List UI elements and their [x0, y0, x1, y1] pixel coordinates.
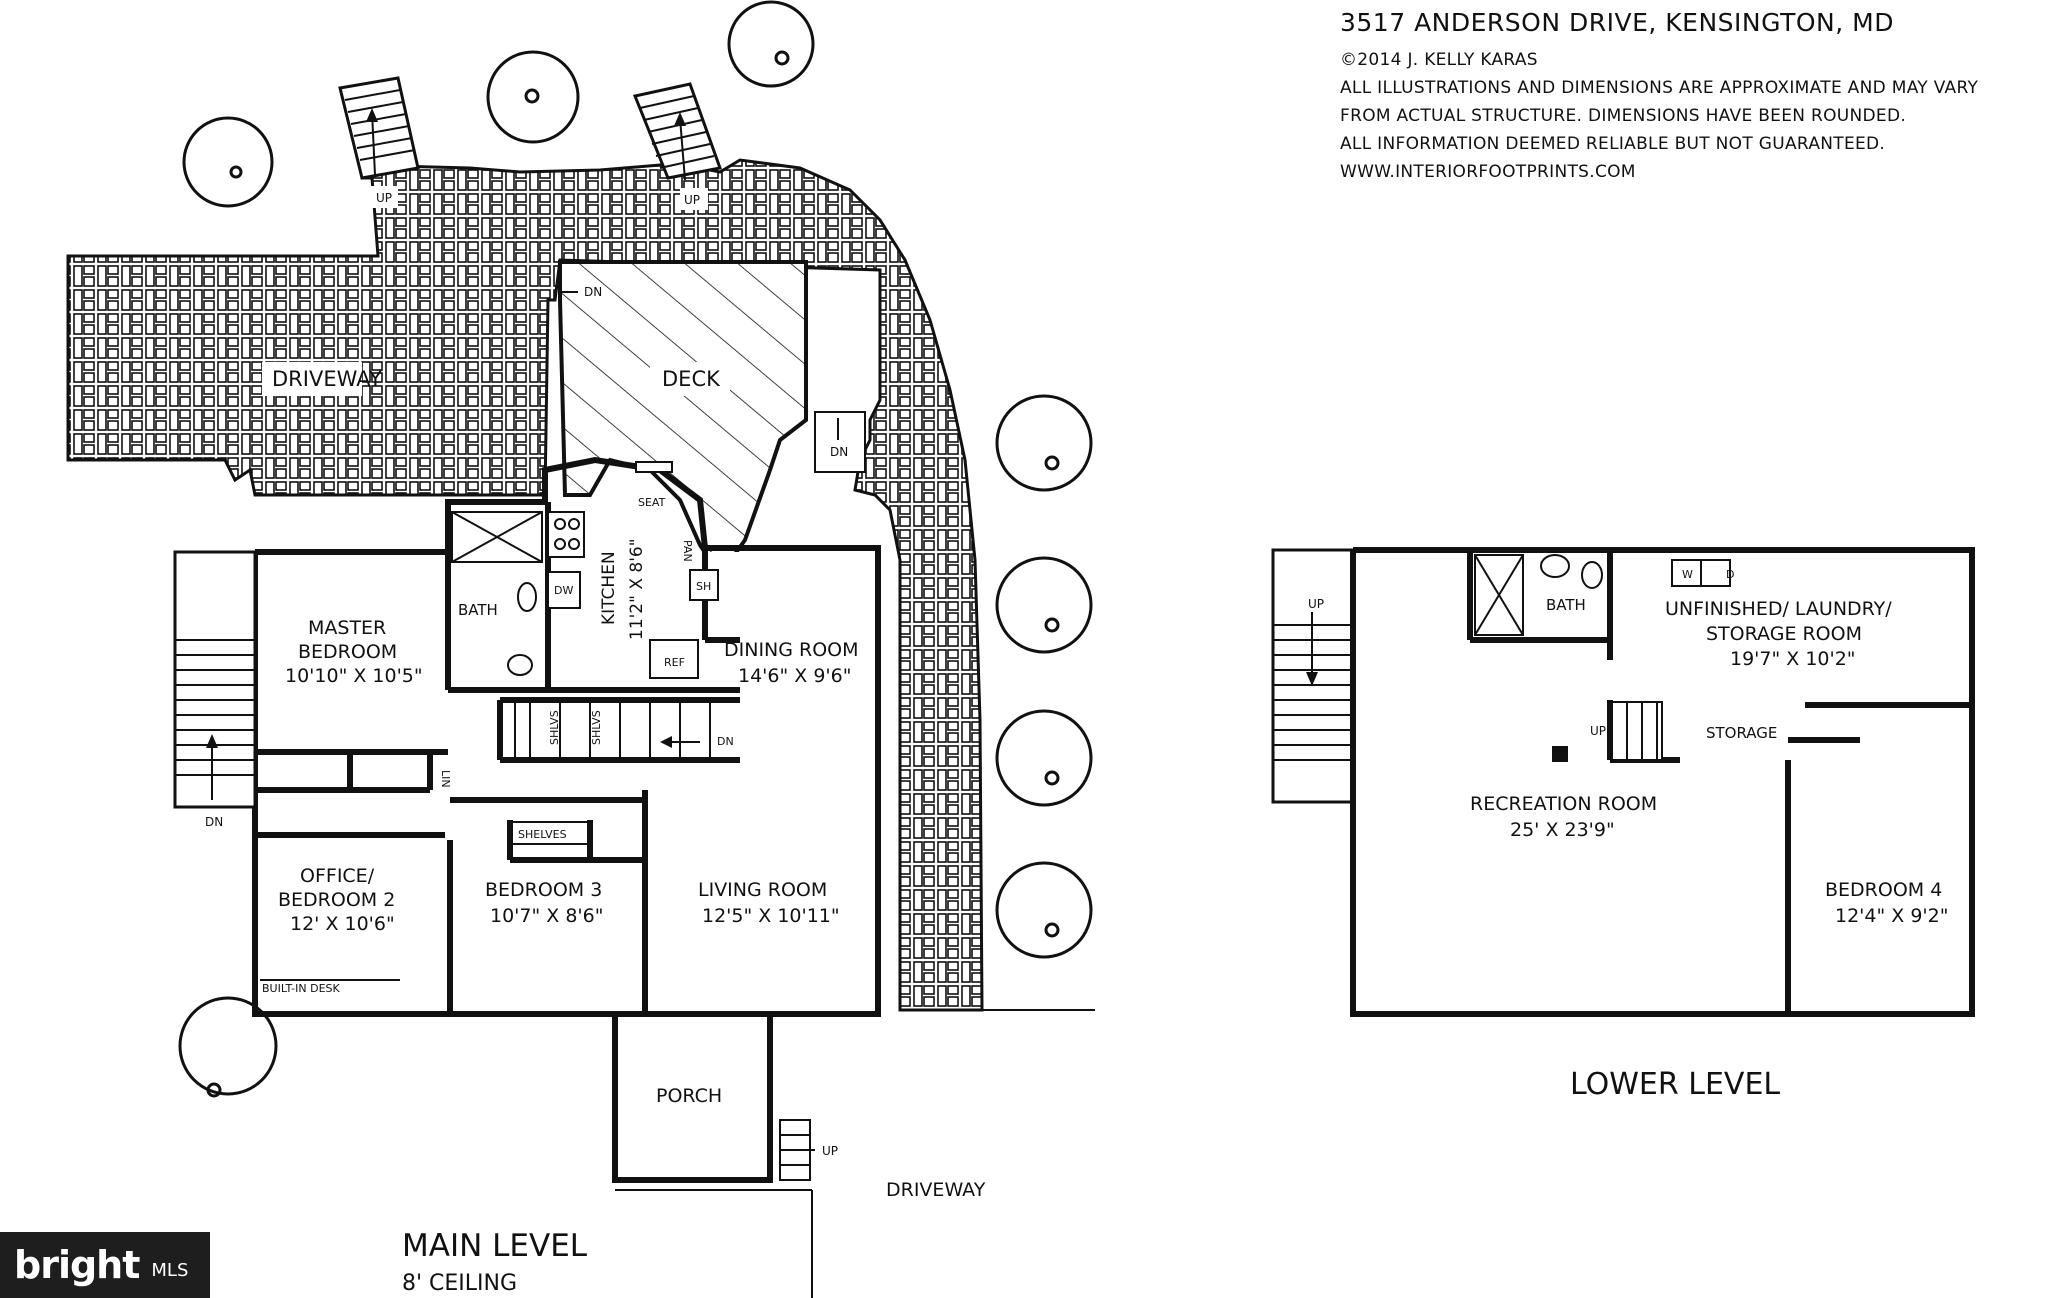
shlvs-label-2: SHLVS [590, 710, 603, 745]
master-bedroom-dims: 10'10" X 10'5" [285, 665, 423, 687]
lower-level-walls [1271, 547, 1975, 1017]
master-bedroom-label-1: MASTER [308, 617, 386, 639]
dn-label-left: DN [205, 815, 223, 829]
recreation-room-dims: 25' X 23'9" [1510, 819, 1615, 841]
website-line: WWW.INTERIORFOOTPRINTS.COM [1340, 162, 1636, 182]
bedroom4-label: BEDROOM 4 [1825, 879, 1942, 901]
builtin-desk-label: BUILT-IN DESK [262, 982, 341, 995]
lin-label: LIN [439, 770, 452, 788]
disclaimer-line-3: ALL INFORMATION DEEMED RELIABLE BUT NOT … [1340, 134, 1886, 154]
up-label-porch: UP [822, 1144, 838, 1158]
washer-label: W [1682, 568, 1693, 581]
sh-label: SH [696, 580, 711, 593]
logo-suffix: MLS [151, 1259, 189, 1281]
logo-wordmark: bright [14, 1243, 140, 1287]
top-stair-left [338, 76, 420, 180]
office-label-1: OFFICE/ [300, 865, 375, 887]
interior-stairs [514, 700, 711, 760]
copyright-line: ©2014 J. KELLY KARAS [1340, 50, 1538, 70]
office-label-2: BEDROOM 2 [278, 889, 395, 911]
dryer-label: D [1726, 568, 1734, 581]
driveway-bottom-label: DRIVEWAY [886, 1179, 986, 1201]
lower-bath-label: BATH [1546, 596, 1586, 614]
up-label-top-left: UP [376, 191, 392, 205]
main-bath-fixtures [451, 511, 543, 676]
laundry-label-2: STORAGE ROOM [1706, 623, 1862, 645]
laundry-label-1: UNFINISHED/ LAUNDRY/ [1665, 598, 1892, 620]
dw-label: DW [554, 584, 573, 597]
kitchen-fixtures [547, 461, 719, 679]
bedroom4-dims: 12'4" X 9'2" [1835, 905, 1948, 927]
up-label-lower-left: UP [1308, 597, 1324, 611]
living-room-dims: 12'5" X 10'11" [702, 905, 840, 927]
bright-mls-logo: bright MLS [0, 1232, 210, 1298]
porch-label: PORCH [656, 1085, 722, 1107]
disclaimer-line-1: ALL ILLUSTRATIONS AND DIMENSIONS ARE APP… [1340, 78, 1979, 98]
shlvs-label-1: SHLVS [548, 710, 561, 745]
master-bedroom-label-2: BEDROOM [298, 641, 397, 663]
deck-area [558, 260, 808, 579]
seat-label: SEAT [638, 496, 666, 509]
up-label-top-right: UP [684, 193, 700, 207]
main-house-walls [252, 456, 881, 1017]
bedroom3-label: BEDROOM 3 [485, 879, 602, 901]
main-bath-label: BATH [458, 601, 498, 619]
kitchen-dims: 11'2" X 8'6" [627, 538, 647, 640]
lower-level-title: LOWER LEVEL [1570, 1067, 1780, 1102]
storage-label: STORAGE [1706, 724, 1777, 742]
dn-label-deck: DN [584, 285, 602, 299]
kitchen-label: KITCHEN [599, 551, 619, 625]
main-level-subtitle: 8' CEILING [402, 1271, 517, 1296]
deck-label: DECK [662, 367, 721, 391]
address-title: 3517 ANDERSON DRIVE, KENSINGTON, MD [1340, 8, 1894, 37]
left-exterior-stair [173, 550, 257, 809]
shelves-label: SHELVES [518, 828, 567, 841]
disclaimer-line-2: FROM ACTUAL STRUCTURE. DIMENSIONS HAVE B… [1340, 106, 1907, 126]
dn-label-side: DN [830, 445, 848, 459]
driveway-top-label: DRIVEWAY [272, 367, 382, 391]
laundry-dims: 19'7" X 10'2" [1730, 648, 1856, 670]
up-label-lower-inner: UP [1590, 724, 1606, 738]
main-level-title: MAIN LEVEL [402, 1228, 588, 1264]
recreation-room-label: RECREATION ROOM [1470, 793, 1657, 815]
dining-room-dims: 14'6" X 9'6" [738, 665, 851, 687]
office-dims: 12' X 10'6" [290, 913, 395, 935]
pan-label: PAN [681, 540, 694, 562]
ref-label: REF [664, 656, 685, 669]
tree-icons [178, 0, 1093, 1098]
dn-label-interior: DN [717, 735, 734, 748]
living-room-label: LIVING ROOM [698, 879, 827, 901]
bedroom3-dims: 10'7" X 8'6" [490, 905, 603, 927]
top-stair-right [632, 82, 723, 181]
porch-area [612, 1009, 1095, 1298]
dining-room-label: DINING ROOM [724, 639, 859, 661]
